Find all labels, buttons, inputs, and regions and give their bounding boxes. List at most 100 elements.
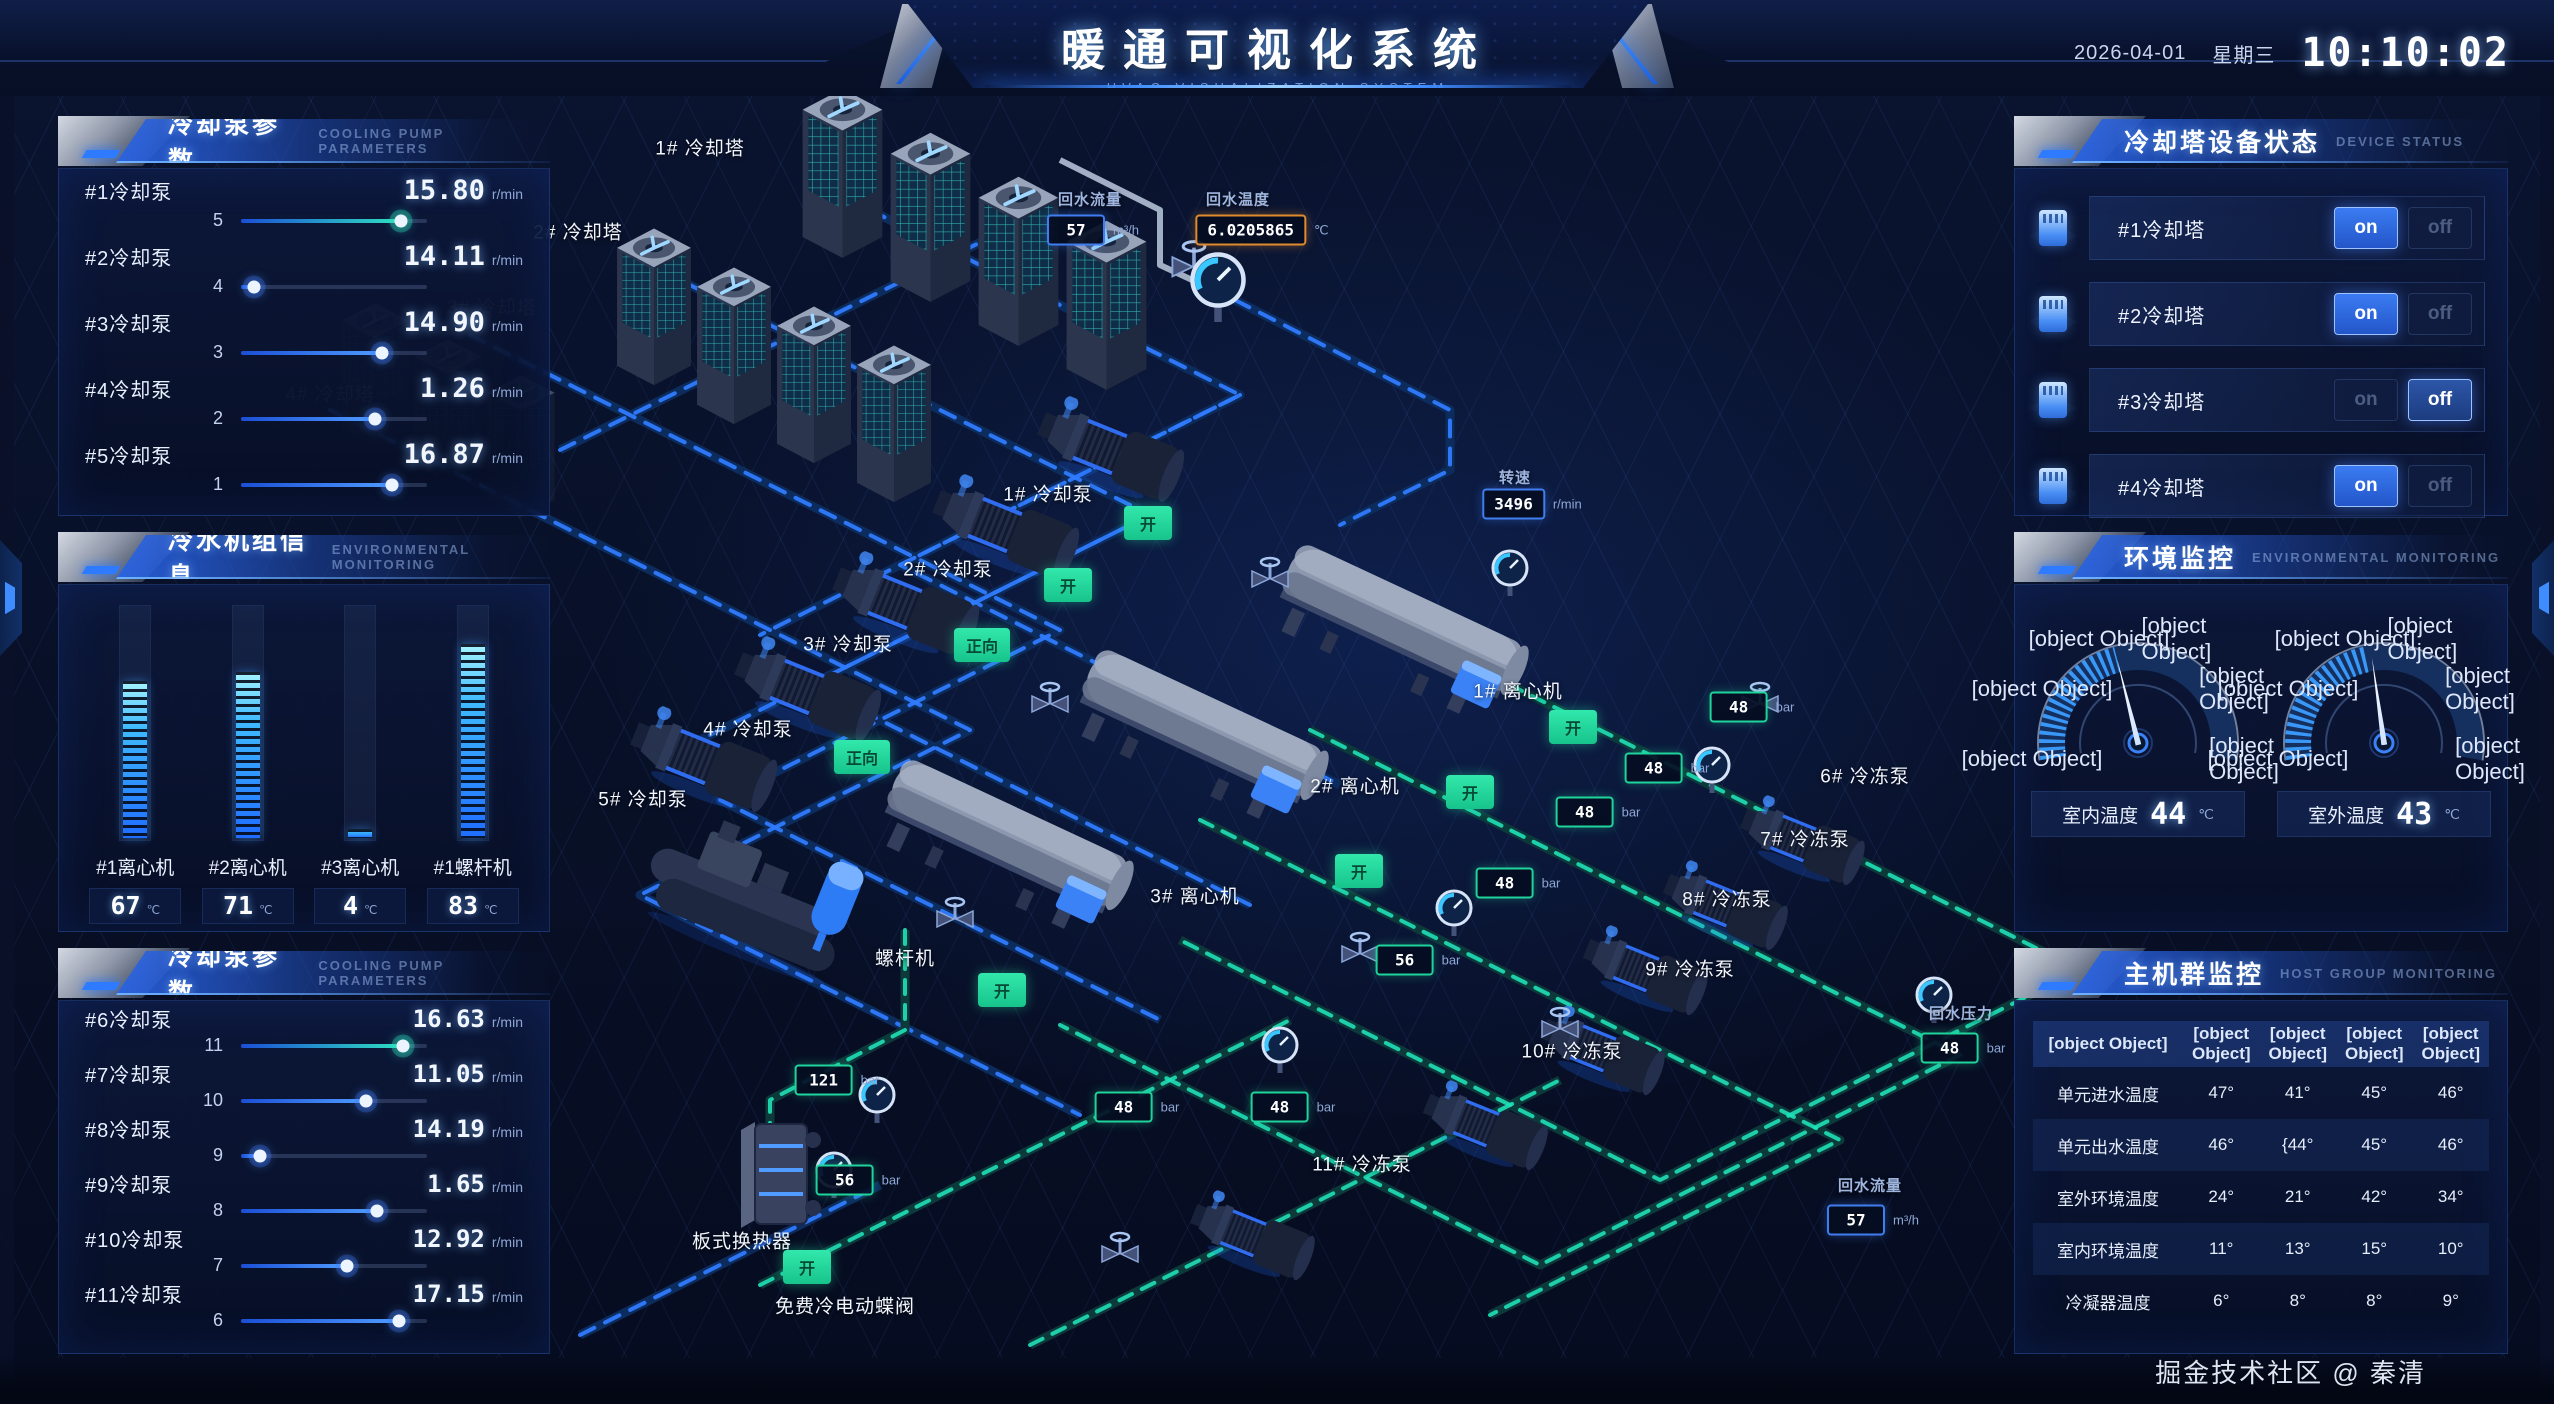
page-subtitle: HVAC VISUALIZATION SYSTEM <box>1106 80 1450 95</box>
pump-speed-slider[interactable] <box>241 1259 427 1272</box>
gauge-tick-label: [object Object] <box>2199 663 2269 714</box>
slider-index: 2 <box>212 408 223 428</box>
gauge-tick-label: [object Object] <box>2209 733 2279 784</box>
tower-label: #4冷却塔 <box>2118 477 2206 500</box>
tower-on-button[interactable]: on <box>2334 207 2398 249</box>
pump-speed-slider[interactable] <box>241 1204 427 1217</box>
slider-index: 6 <box>212 1310 223 1330</box>
temperature-value-box: 67 ℃ <box>89 888 182 924</box>
tower-on-button[interactable]: on <box>2334 293 2398 335</box>
pump-speed-slider[interactable] <box>241 1314 427 1327</box>
panel-cooling-pump-params-1: 冷却泵参数 COOLING PUMP PARAMETERS #1冷却泵 15.8… <box>58 116 550 516</box>
pump-speed-value: 14.11 <box>403 241 485 272</box>
table-header-cell: [object Object] <box>2421 1024 2481 1063</box>
tower-off-button[interactable]: off <box>2408 379 2472 421</box>
gauge-tick-label: [object Object] <box>2455 733 2525 784</box>
tower-off-button[interactable]: off <box>2408 293 2472 335</box>
valve-state-badge: 开 <box>1044 568 1092 602</box>
scene-equipment-label: 11# 冷冻泵 <box>1312 1154 1412 1176</box>
slider-knob[interactable] <box>392 1314 406 1327</box>
tower-on-button[interactable]: on <box>2334 379 2398 421</box>
pump-row: #6冷却泵 16.63 r/min 11 <box>59 1001 549 1056</box>
table-header-cell: [object Object] <box>2268 1024 2328 1063</box>
sensor-value-badge: 57 m³/h <box>1047 214 1139 246</box>
sensor-value-badge: 57 m³/h <box>1827 1204 1919 1236</box>
scene-equipment-label: 8# 冷冻泵 <box>1682 889 1772 911</box>
slider-knob[interactable] <box>368 412 382 425</box>
slider-knob[interactable] <box>370 1204 384 1217</box>
pump-speed-value: 16.87 <box>403 439 485 470</box>
cell-value: 9° <box>2442 1291 2459 1310</box>
tower-on-button[interactable]: on <box>2334 465 2398 507</box>
pump-speed-unit: r/min <box>491 450 523 466</box>
slider-fill <box>241 1153 260 1158</box>
pump-speed-slider[interactable] <box>241 346 427 359</box>
table-header-row: [object Object][object Object][object Ob… <box>2033 1021 2489 1067</box>
slider-knob[interactable] <box>359 1094 373 1107</box>
gauge-tick-label: [object Object] <box>2028 626 2170 651</box>
sensor-unit: m³/h <box>1113 222 1139 238</box>
slider-knob[interactable] <box>253 1149 267 1162</box>
tower-off-button[interactable]: off <box>2408 465 2472 507</box>
pump-speed-slider[interactable] <box>241 412 427 425</box>
temperature-unit: ℃ <box>364 903 378 917</box>
slider-index: 8 <box>212 1200 223 1220</box>
pump-speed-slider[interactable] <box>241 1094 427 1107</box>
slider-knob[interactable] <box>385 478 399 491</box>
sensor-value: 48 <box>1475 867 1534 899</box>
scene-equipment-label: 5# 冷却泵 <box>598 789 688 811</box>
valve-state-badge: 正向 <box>833 740 891 774</box>
sensor-unit: bar <box>1541 875 1561 891</box>
pump-speed-slider[interactable] <box>241 280 427 293</box>
outdoor-temperature-gauge: [object Object][object Object][object Ob… <box>2208 613 2525 837</box>
cell-value: 46° <box>2208 1135 2235 1154</box>
sensor-unit: bar <box>1621 804 1641 820</box>
pump-speed-unit: r/min <box>491 1068 523 1085</box>
sensor-value-badge: 48 bar <box>1555 796 1641 828</box>
slider-fill <box>241 284 255 289</box>
temperature-bar-fill <box>235 671 260 838</box>
slider-knob[interactable] <box>247 280 261 293</box>
gauge-tick-label: [object Object] <box>2207 746 2349 771</box>
scene-equipment-label: 回水流量 <box>1057 191 1123 209</box>
cell-value: 13° <box>2284 1239 2311 1258</box>
slider-fill <box>241 218 401 223</box>
pump-speed-slider[interactable] <box>241 1039 427 1052</box>
cell-value: 46° <box>2437 1135 2464 1154</box>
gauge-tick-label: [object Object] <box>1971 676 2113 701</box>
date-label: 2026-04-01 <box>2074 41 2187 64</box>
slider-knob[interactable] <box>396 1039 410 1052</box>
cell-value: {44° <box>2282 1135 2314 1154</box>
cell-value: 8° <box>2289 1291 2306 1310</box>
panel-subtitle: COOLING PUMP PARAMETERS <box>318 958 445 988</box>
pump-speed-slider[interactable] <box>241 214 427 227</box>
pump-speed-slider[interactable] <box>241 478 427 491</box>
pump-speed-value: 11.05 <box>412 1059 485 1088</box>
panel-subtitle: COOLING PUMP PARAMETERS <box>318 126 445 156</box>
sensor-unit: bar <box>860 1072 880 1088</box>
sensor-value-badge: 48 bar <box>1250 1091 1335 1123</box>
pump-row: #4冷却泵 1.26 r/min 2 <box>59 367 549 433</box>
sensor-unit: bar <box>1441 952 1461 968</box>
indoor-temperature-gauge: [object Object] [object Object] [object Ob… <box>1962 613 2279 837</box>
cooling-tower-icon <box>2039 382 2067 418</box>
slider-knob[interactable] <box>394 214 408 227</box>
slider-index: 5 <box>212 210 223 230</box>
left-edge-arrow <box>0 540 22 656</box>
slider-knob[interactable] <box>340 1259 354 1272</box>
tower-off-button[interactable]: off <box>2408 207 2472 249</box>
panel-host-group: 主机群监控 HOST GROUP MONITORING [object Obje… <box>2014 948 2508 1354</box>
chiller-bar-column: #3离心机 4 ℃ <box>305 605 415 924</box>
panel-chiller-info: 冷水机组信息 ENVIRONMENTAL MONITORING #1离心机 67… <box>58 532 550 932</box>
gauge-unit: ℃ <box>2198 805 2214 822</box>
temperature-value: 67 <box>110 891 141 920</box>
pump-row: #2冷却泵 14.11 r/min 4 <box>59 235 549 301</box>
pump-speed-slider[interactable] <box>241 1149 427 1162</box>
pump-row: #5冷却泵 16.87 r/min 1 <box>59 433 549 499</box>
scene-equipment-label: 免费冷电动蝶阀 <box>774 1296 916 1318</box>
weekday-label: 星期三 <box>2212 44 2276 67</box>
slider-knob[interactable] <box>375 346 389 359</box>
temperature-value: 71 <box>222 891 254 920</box>
scene-equipment-label: 转速 <box>1498 469 1532 487</box>
